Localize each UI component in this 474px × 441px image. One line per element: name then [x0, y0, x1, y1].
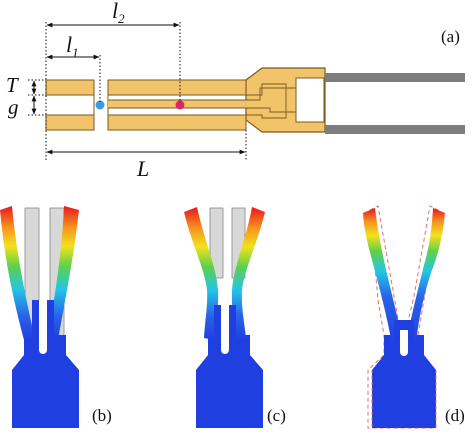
arm-left-b: [0, 206, 34, 340]
base-c: [196, 335, 263, 428]
stub-left-c: [209, 207, 224, 279]
arm-right-c: [231, 207, 265, 340]
label-g: g: [8, 95, 19, 119]
panel-a-schematic: l2 l1 T g L (a): [6, 0, 465, 181]
top-beam-left: [45, 79, 95, 96]
panel-label-d: (d): [445, 406, 465, 425]
panel-label-b: (b): [92, 406, 112, 425]
panel-d-fem: (d): [363, 205, 465, 430]
base-b: [12, 335, 79, 428]
arm-left-c: [184, 207, 219, 340]
marker-pink: [175, 100, 185, 110]
rod-top: [325, 73, 465, 82]
panel-b-fem: (b): [0, 206, 112, 428]
label-l1: l1: [66, 32, 79, 60]
label-l2: l2: [112, 0, 125, 26]
label-L: L: [136, 156, 149, 181]
bottom-beam-left: [45, 114, 95, 131]
top-beam-right: [107, 79, 247, 96]
connector-window: [295, 77, 325, 123]
panel-label-a: (a): [441, 27, 460, 46]
slot-c: [221, 300, 229, 354]
slot-d: [400, 330, 408, 356]
label-T: T: [6, 73, 19, 97]
panel-label-c: (c): [267, 406, 286, 425]
arm-right-d: [406, 208, 445, 345]
arm-left-d: [363, 208, 402, 345]
bottom-beam-right: [107, 114, 247, 131]
marker-blue: [95, 100, 105, 110]
rod-bottom: [325, 125, 465, 134]
feed-strip: [108, 87, 297, 113]
feed-strip-b: [246, 83, 287, 119]
panel-c-fem: (c): [184, 207, 286, 428]
slot-b: [39, 300, 47, 354]
arm-right-b: [48, 206, 79, 340]
ghost-base-edge-d: [371, 370, 437, 430]
base-d: [372, 335, 436, 428]
